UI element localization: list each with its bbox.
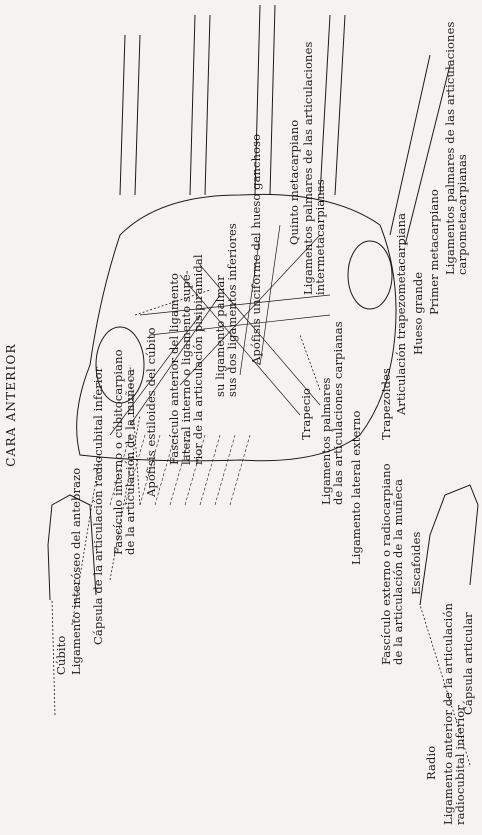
label-fifth-metacarpal: Quinto metacarpiano xyxy=(288,120,300,245)
label-articular-capsule: Cápsula articular xyxy=(462,612,474,715)
label-lateral-external: Ligamento lateral externo xyxy=(350,410,362,565)
label-scaphoid: Escafoides xyxy=(410,531,422,595)
label-interosseous: Ligamento interóseo del antebrazo xyxy=(70,468,82,675)
label-ulna: Cúbito xyxy=(55,636,67,675)
label-capitate: Hueso grande xyxy=(412,272,424,355)
label-radiocarpal: Fascículo externo o radiocarpiano de la … xyxy=(380,463,404,665)
label-palmar-ligament: su ligamento palmar sus dos ligamentos i… xyxy=(214,223,238,397)
radius-bone xyxy=(420,485,478,605)
label-radius: Radio xyxy=(425,746,437,780)
metacarpal-shafts xyxy=(120,5,450,245)
label-intermetacarpal: Ligamentos palmares de las articulacione… xyxy=(302,42,326,295)
label-first-metacarpal: Primer metacarpiano xyxy=(428,189,440,315)
label-ulnocarpal: Fascículo interno o cúbitocarpiano de la… xyxy=(112,349,136,555)
plate-title: CARA ANTERIOR xyxy=(4,305,18,505)
trapezium-bone xyxy=(348,241,392,309)
label-trapeziometacarpal: Articulación trapezometacarpiana xyxy=(395,213,407,415)
label-hamate-process: Apófisis unciforme del hueso ganchoso xyxy=(250,134,262,365)
label-trapezium: Trapecio xyxy=(300,388,312,440)
label-trapezoid: Trapezoides xyxy=(380,368,392,440)
label-styloid-ulna: Apófisis estiloides del cúbito xyxy=(145,327,157,497)
label-palmar-carpal: Ligamentos palmares de las articulacione… xyxy=(320,321,344,505)
label-capsule-radioulnar: Cápsula de la articulación radiocubital … xyxy=(92,367,104,645)
label-pisiform-ligament: Fascículo anterior del ligamento lateral… xyxy=(168,254,204,465)
label-carpometacarpal: Ligamentos palmares de las articulacione… xyxy=(444,22,468,275)
